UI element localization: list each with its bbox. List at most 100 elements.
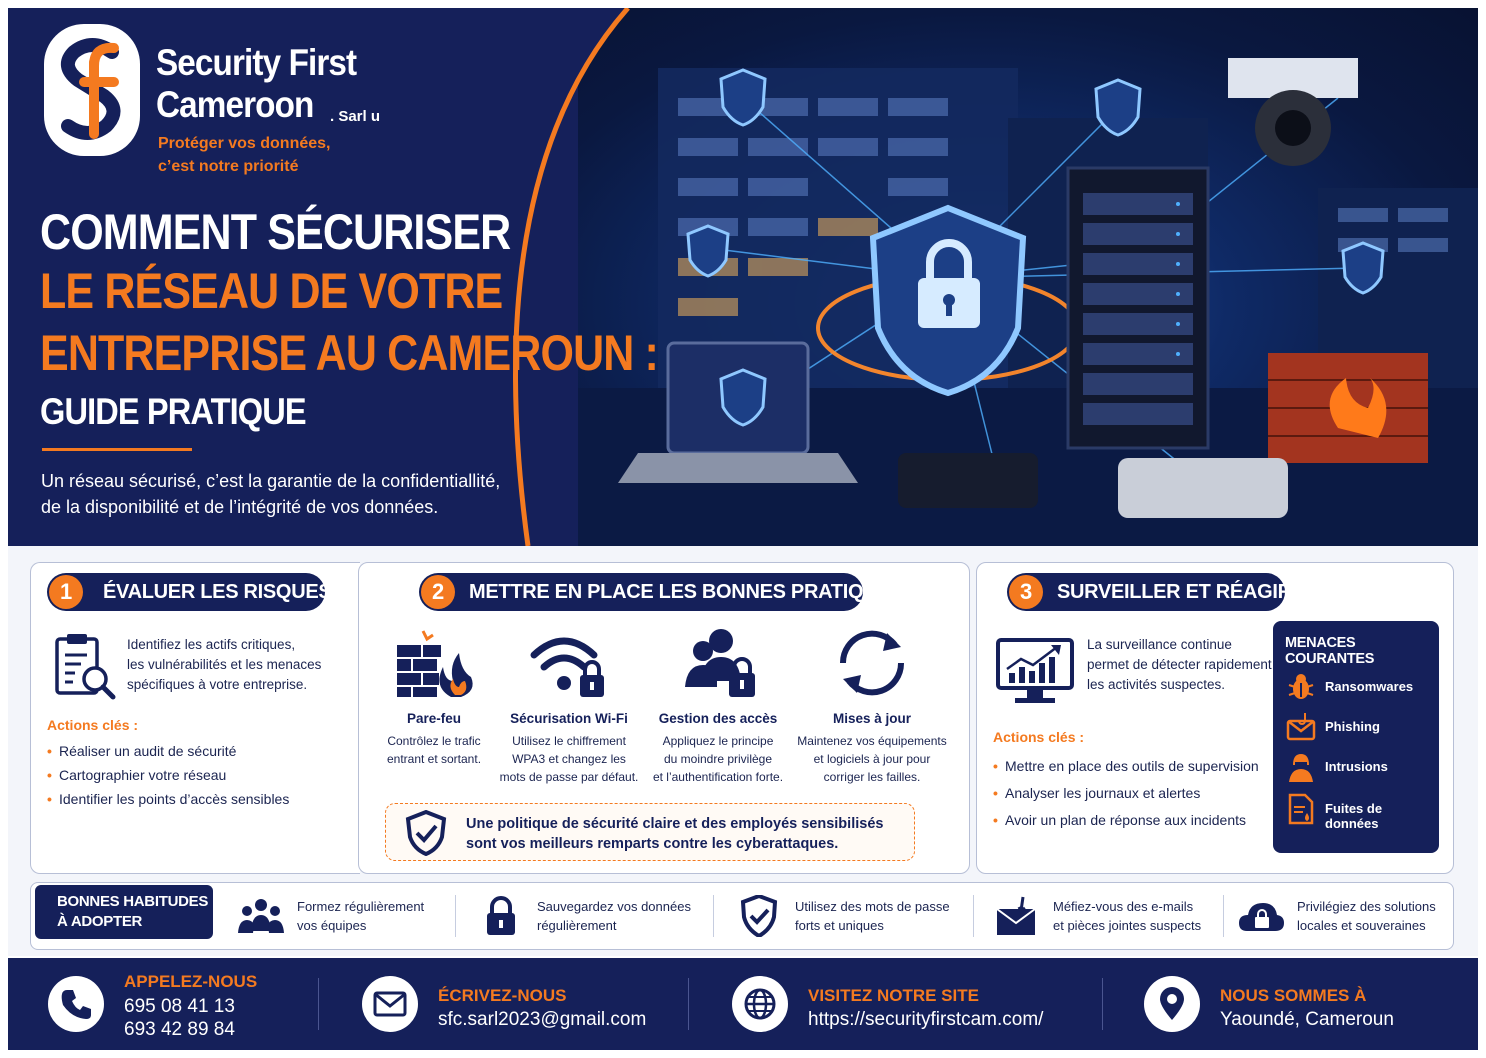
monitor-chart-icon [995, 637, 1075, 707]
contact-title: VISITEZ NOTRE SITE [808, 986, 979, 1005]
envelope-icon [362, 976, 418, 1032]
divider [1102, 978, 1103, 1030]
mail-warning-icon [993, 895, 1041, 937]
hacker-icon [1285, 751, 1317, 783]
location-text: Yaoundé, Cameroun [1220, 1009, 1394, 1030]
title-line-2: LE RÉSEAU DE VOTRE [40, 263, 503, 319]
hero-lead-text: Un réseau sécurisé, c’est la garantie de… [41, 471, 501, 517]
security-policy-callout: Une politique de sécurité claire et des … [385, 803, 915, 861]
list-item: Cartographier votre réseau [47, 763, 347, 787]
divider [318, 978, 319, 1030]
section-2-header: 2 METTRE EN PLACE LES BONNES PRATIQUES [419, 573, 904, 611]
section-monitor-respond: 3 SURVEILLER ET RÉAGIR La surveillance c… [976, 562, 1454, 874]
bug-icon [1285, 671, 1317, 703]
list-item: Avoir un plan de réponse aux incidents [993, 807, 1273, 834]
threat-item: Phishing [1285, 711, 1435, 743]
contact-footer: APPELEZ-NOUS 695 08 41 13 693 42 89 84 É… [8, 958, 1478, 1050]
title-underline [42, 448, 192, 451]
section-3-actions-title: Actions clés : [993, 729, 1085, 745]
section-number: 3 [1009, 575, 1043, 609]
contact-website[interactable]: VISITEZ NOTRE SITE https://securityfirst… [732, 958, 1072, 1050]
threat-label: Phishing [1325, 719, 1380, 734]
section-3-actions-list: Mettre en place des outils de supervisio… [993, 753, 1273, 834]
habits-label: BONNES HABITUDES À ADOPTER [35, 885, 213, 939]
practice-title: Pare-feu [406, 711, 462, 726]
shield-check-icon [404, 809, 448, 857]
list-item: Analyser les journaux et alertes [993, 780, 1273, 807]
users-lock-icon [673, 627, 763, 699]
list-item: Réaliser un audit de sécurité [47, 739, 347, 763]
cloud-lock-icon [1237, 895, 1285, 937]
threat-label: Intrusions [1325, 759, 1388, 774]
clipboard-search-icon [51, 631, 117, 701]
good-habits-bar: BONNES HABITUDES À ADOPTER Formez réguli… [30, 882, 1454, 950]
section-1-actions-title: Actions clés : [47, 717, 139, 733]
list-item: Mettre en place des outils de supervisio… [993, 753, 1273, 780]
map-pin-icon [1144, 976, 1200, 1032]
contact-location: NOUS SOMMES À Yaoundé, Cameroun [1144, 958, 1444, 1050]
divider [455, 895, 456, 937]
phone-number-2[interactable]: 693 42 89 84 [124, 1019, 235, 1040]
section-1-actions-list: Réaliser un audit de sécurité Cartograph… [47, 739, 347, 811]
hero-banner: Security First Cameroon . Sarl u Protége… [8, 8, 1478, 546]
data-leak-icon [1285, 793, 1317, 825]
section-3-header: 3 SURVEILLER ET RÉAGIR [1007, 573, 1292, 611]
section-best-practices: 2 METTRE EN PLACE LES BONNES PRATIQUES P… [358, 562, 970, 874]
section-3-description: La surveillance continue permet de détec… [1087, 637, 1272, 692]
phone-icon [48, 976, 104, 1032]
wifi-lock-icon [524, 627, 614, 699]
brand-name: Security First Cameroon [156, 42, 357, 125]
practice-firewall: Pare-feu Contrôlez le trafic entrant et … [359, 627, 509, 768]
threat-item: Ransomwares [1285, 671, 1435, 703]
threat-label: Ransomwares [1325, 679, 1414, 694]
brand-tagline: Protéger vos données, c’est notre priori… [158, 135, 331, 175]
list-item: Identifier les points d’accès sensibles [47, 787, 347, 811]
practice-wifi-security: Sécurisation Wi-Fi Utilisez le chiffreme… [494, 627, 644, 786]
section-1-header: 1 ÉVALUER LES RISQUES [47, 573, 332, 611]
policy-text: Une politique de sécurité claire et des … [466, 816, 884, 852]
title-line-1: COMMENT SÉCURISER [40, 204, 511, 260]
practice-description: Maintenez vos équipements et logiciels à… [797, 734, 947, 784]
phone-number-1[interactable]: 695 08 41 13 [124, 996, 235, 1017]
divider [688, 978, 689, 1030]
divider [713, 895, 714, 937]
guide-sections: 1 ÉVALUER LES RISQUES Identifiez les act… [8, 546, 1478, 956]
practice-access-management: Gestion des accès Appliquez le principe … [643, 627, 793, 786]
network-security-illustration [578, 8, 1478, 546]
practice-description: Utilisez le chiffrement WPA3 et changez … [499, 734, 639, 784]
contact-email[interactable]: ÉCRIVEZ-NOUS sfc.sarl2023@gmail.com [362, 958, 662, 1050]
lock-icon [477, 895, 525, 937]
section-number: 1 [49, 575, 83, 609]
contact-phone[interactable]: APPELEZ-NOUS 695 08 41 13 693 42 89 84 [48, 958, 318, 1050]
shield-check-icon [735, 893, 783, 939]
brand-legal-suffix: . Sarl u [330, 108, 381, 125]
threats-title: MENACES COURANTES [1285, 635, 1375, 667]
refresh-icon [827, 627, 917, 699]
contact-title: ÉCRIVEZ-NOUS [438, 986, 567, 1005]
practice-title: Mises à jour [832, 711, 912, 726]
threat-item: Intrusions [1285, 751, 1435, 783]
firewall-icon [389, 627, 479, 699]
practice-description: Appliquez le principe du moindre privilè… [652, 734, 784, 784]
phishing-mail-icon [1285, 711, 1317, 743]
threat-item: Fuites de données [1285, 793, 1435, 831]
email-address[interactable]: sfc.sarl2023@gmail.com [438, 1009, 647, 1030]
common-threats-panel: MENACES COURANTES Ransomwares Phishing [1273, 621, 1439, 853]
website-url[interactable]: https://securityfirstcam.com/ [808, 1009, 1044, 1030]
contact-title: APPELEZ-NOUS [124, 972, 258, 991]
practice-updates: Mises à jour Maintenez vos équipements e… [797, 627, 947, 786]
page-title: COMMENT SÉCURISER LE RÉSEAU DE VOTRE ENT… [40, 204, 659, 438]
practice-description: Contrôlez le trafic entrant et sortant. [386, 734, 482, 766]
practice-title: Gestion des accès [658, 711, 778, 726]
section-evaluate-risks: 1 ÉVALUER LES RISQUES Identifiez les act… [30, 562, 360, 874]
section-number: 2 [421, 575, 455, 609]
